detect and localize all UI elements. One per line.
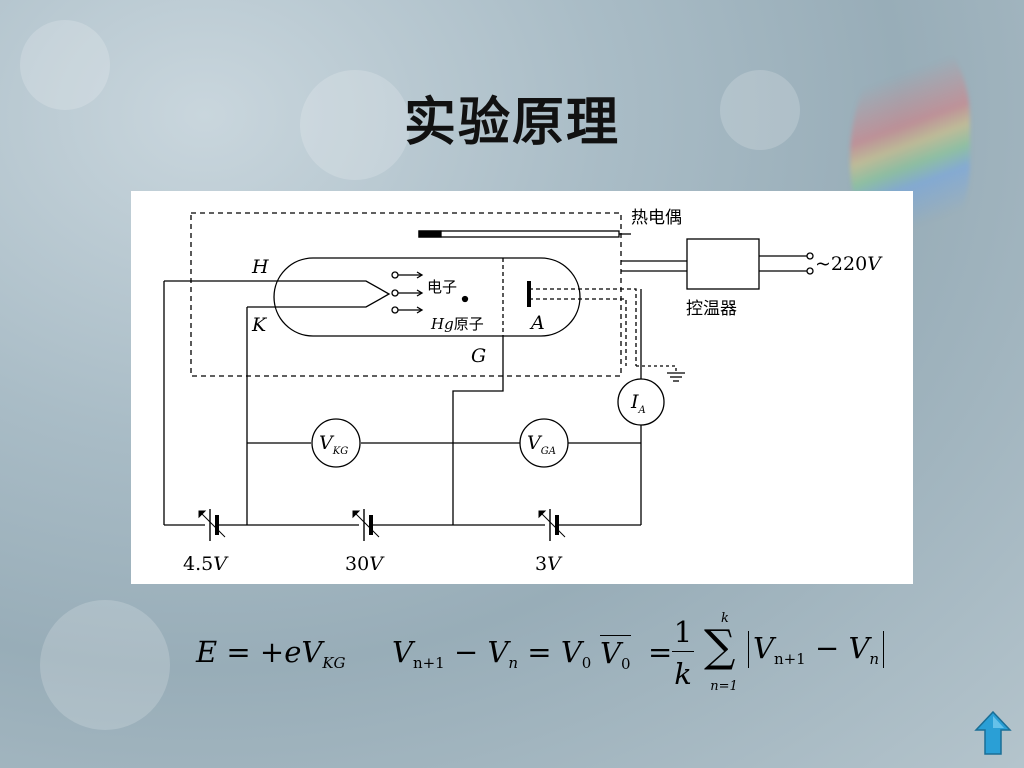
battery-30v [352,509,380,541]
decor-bubble [300,70,410,180]
grid-wire [452,336,504,525]
formula-abs: Vn+1 − Vn [748,631,885,668]
formula-mean: V0 = 1 k k ∑ n=1 Vn+1 − Vn [600,605,890,715]
label-mains: ~220V [815,253,883,275]
thermocouple-tip [418,230,442,238]
circuit-diagram: 热电偶 控温器 ~220V H K A G 电子 Hg原子 IA VKG VGA… [131,191,913,584]
label-meter-ga: VGA [527,432,556,457]
fh-tube [273,257,581,337]
cathode-filament [164,280,391,308]
sigma-icon: ∑ [704,621,736,672]
label-current-meter: IA [630,391,646,416]
label-meter-kg: VKG [319,432,348,457]
formula-mean-fraction-bar [672,651,694,652]
circuit-svg: 热电偶 控温器 ~220V H K A G 电子 Hg原子 IA VKG VGA… [163,208,883,575]
label-battery-1: 4.5V [183,553,229,575]
formula-mean-eq: = [648,635,673,669]
label-electron: 电子 [427,278,457,296]
slide-title: 实验原理 [403,93,620,153]
formula-energy: E = +eVKG [196,635,346,672]
decor-bubble [40,600,170,730]
decor-bubble [720,70,800,150]
formula-mean-num: 1 [673,615,693,649]
label-grid: G [471,345,486,367]
decor-bubble [20,20,110,110]
label-anode: A [529,312,545,334]
label-hg-atom: Hg原子 [430,315,484,333]
formula-row: E = +eVKG Vn+1 − Vn = V0 V0 = 1 k k ∑ n=… [190,605,890,715]
battery-3v [538,509,566,541]
label-battery-3: 3V [535,553,563,575]
formula-sum-bottom: n=1 [710,679,738,694]
label-temp-controller: 控温器 [686,299,737,319]
label-thermocouple: 热电偶 [631,208,682,228]
battery-4-5v [198,509,226,541]
label-heater: H [251,256,269,278]
label-battery-2: 30V [345,553,385,575]
label-cathode: K [251,314,268,336]
thermocouple-probe [418,230,620,238]
nav-up-arrow-icon[interactable] [974,710,1012,756]
formula-sum-top: k [721,611,729,626]
formula-mean-lhs: V0 [600,635,631,673]
temp-controller-box [686,238,760,290]
voltmeter-kg [311,418,361,468]
formula-difference: Vn+1 − Vn = V0 [392,635,592,672]
current-meter [617,378,665,426]
formula-mean-den: k [674,657,692,691]
